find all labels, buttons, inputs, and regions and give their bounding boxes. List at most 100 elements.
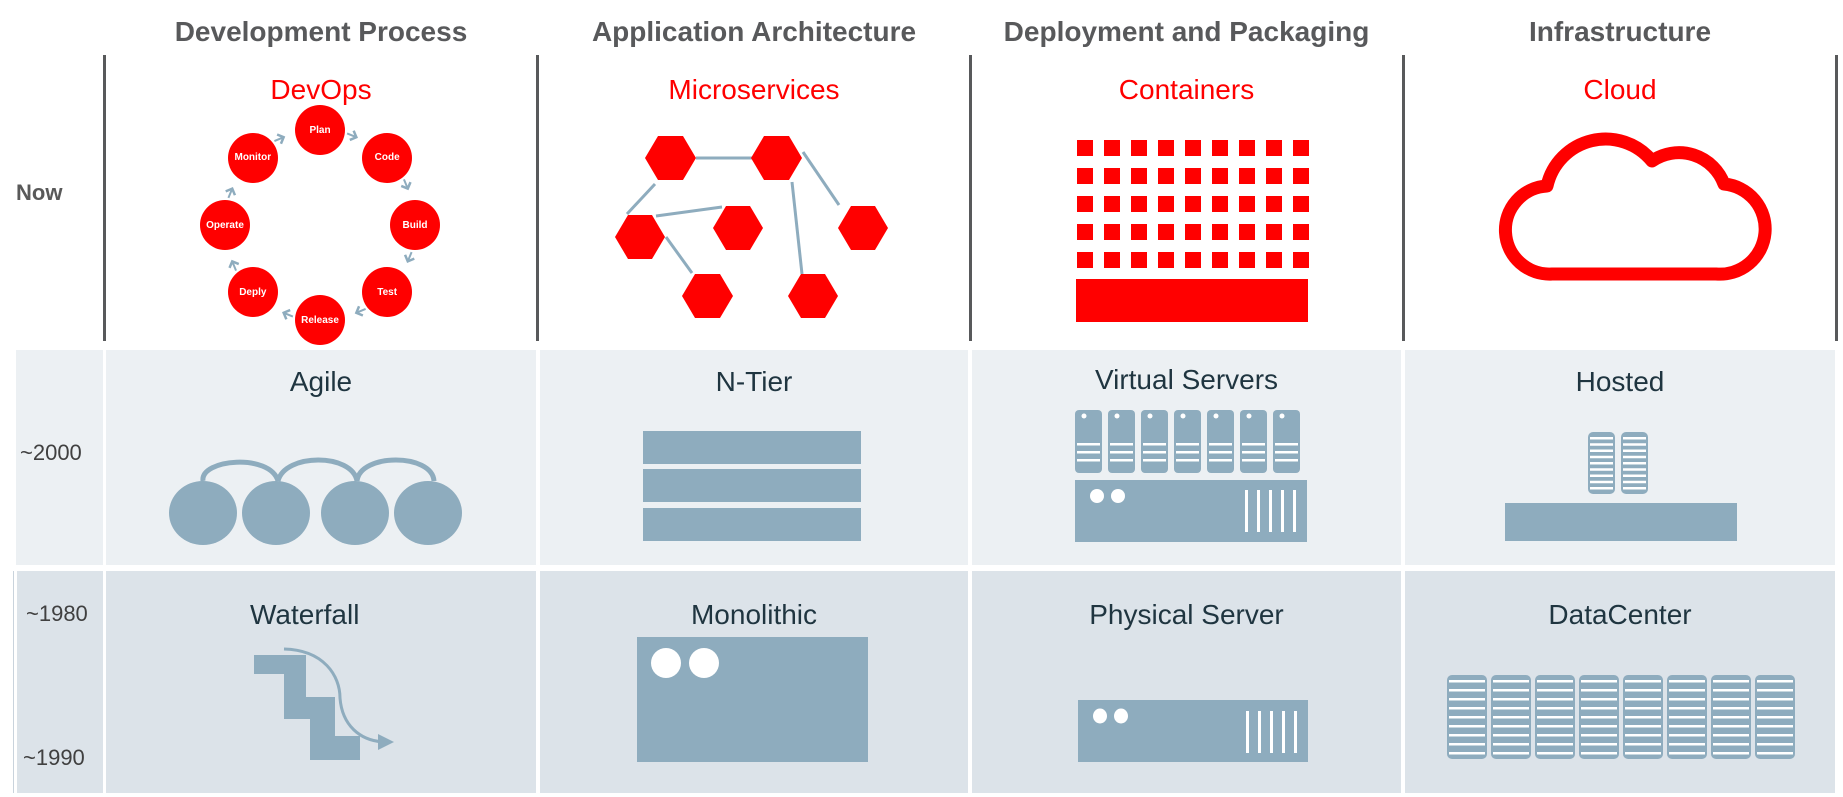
- stacked-tiers-icon: [643, 431, 861, 541]
- container-square: [1212, 252, 1228, 268]
- virtual-server-blade: [1108, 410, 1135, 473]
- devops-step-deply: Deply: [227, 267, 278, 318]
- item-title-devops: DevOps: [270, 74, 372, 105]
- virtual-server-blade: [1141, 410, 1168, 473]
- container-square: [1185, 196, 1201, 212]
- indicator-light: [1114, 708, 1128, 724]
- row-edge-line: [13, 571, 14, 793]
- devops-step-release: Release: [295, 295, 345, 345]
- devops-cycle-arrows: [225, 130, 415, 320]
- connector-line: [625, 182, 657, 216]
- cycle-arrow-icon: [354, 305, 366, 317]
- item-title-cloud: Cloud: [1583, 74, 1657, 105]
- tier-bar: [643, 469, 861, 502]
- server-rack: [1667, 675, 1707, 759]
- devops-step-plan: Plan: [295, 105, 345, 155]
- hexagon-network-icon: [615, 136, 888, 318]
- container-square: [1266, 224, 1282, 240]
- item-title-waterfall: Waterfall: [250, 599, 360, 630]
- devops-step-test: Test: [362, 267, 413, 318]
- indicator-light: [689, 648, 719, 678]
- container-square: [1239, 168, 1255, 184]
- server-rack: [1491, 675, 1531, 759]
- container-square: [1131, 140, 1147, 156]
- hosting-platform: [1505, 503, 1737, 541]
- row-label-2000: ~2000: [20, 440, 82, 465]
- container-square: [1266, 252, 1282, 268]
- link-arc: [275, 457, 360, 482]
- container-square: [1104, 224, 1120, 240]
- container-square: [1239, 224, 1255, 240]
- monolith-box-icon: [637, 637, 868, 762]
- hexagon: [682, 274, 733, 318]
- agile-circle: [394, 481, 462, 545]
- container-square: [1239, 140, 1255, 156]
- vent-line: [1282, 711, 1285, 753]
- column-header-infrastructure: Infrastructure: [1528, 16, 1712, 47]
- container-square: [1104, 252, 1120, 268]
- server-rack: [1447, 675, 1487, 759]
- item-title-microservices: Microservices: [668, 74, 840, 105]
- item-title-virtual-servers: Virtual Servers: [1094, 364, 1279, 395]
- container-square: [1131, 252, 1147, 268]
- container-square: [1077, 140, 1093, 156]
- container-square: [1293, 224, 1309, 240]
- container-square: [1077, 196, 1093, 212]
- waterfall-arrow: [283, 647, 388, 744]
- waterfall-steps: [254, 655, 360, 760]
- container-square: [1158, 168, 1174, 184]
- vent-line: [1294, 711, 1297, 753]
- cycle-arrow-icon: [274, 133, 286, 145]
- container-square: [1293, 168, 1309, 184]
- row-label-cell-2000: ~2000: [16, 350, 103, 565]
- cycle-arrow-icon: [225, 187, 237, 199]
- server-chassis: [1078, 700, 1308, 762]
- item-title-ntier: N-Tier: [715, 366, 793, 397]
- column-header-development-process: Development Process: [174, 16, 468, 47]
- container-square: [1266, 196, 1282, 212]
- container-square: [1158, 196, 1174, 212]
- item-title-datacenter: DataCenter: [1548, 599, 1692, 630]
- hexagon: [751, 136, 802, 180]
- connector-line: [790, 181, 804, 275]
- connector-line: [655, 205, 723, 218]
- cell-waterfall: Waterfall: [106, 571, 536, 793]
- cycle-arrow-icon: [282, 308, 294, 320]
- cell-monolithic: Monolithic: [540, 571, 968, 793]
- vent-line: [1246, 711, 1249, 753]
- devops-step-operate: Operate: [200, 200, 250, 250]
- container-square: [1185, 252, 1201, 268]
- waterfall-steps-icon: [254, 647, 394, 760]
- column-divider: [1835, 55, 1838, 341]
- cell-hosted: Hosted: [1405, 350, 1835, 565]
- container-host-base: [1076, 279, 1308, 322]
- row-label-1990: ~1990: [23, 745, 85, 770]
- tier-bar: [643, 431, 861, 464]
- column-header-application-architecture: Application Architecture: [591, 16, 917, 47]
- cell-virtual-servers: Virtual Servers: [972, 350, 1401, 565]
- column-header-deployment-packaging: Deployment and Packaging: [1003, 16, 1370, 47]
- connector-line: [664, 236, 694, 274]
- server-rack: [1621, 432, 1648, 494]
- server-rack: [1711, 675, 1751, 759]
- waterfall-arrowhead: [378, 734, 394, 750]
- agile-circle: [169, 481, 237, 545]
- virtual-server-blade: [1240, 410, 1267, 473]
- cycle-arrow-icon: [400, 179, 412, 191]
- container-square: [1293, 140, 1309, 156]
- cycle-arrow-icon: [346, 130, 358, 142]
- container-square: [1212, 168, 1228, 184]
- devops-step-code: Code: [362, 132, 413, 183]
- vent-line: [1258, 711, 1261, 753]
- column-divider: [1402, 55, 1405, 341]
- linked-circles-icon: [169, 457, 462, 545]
- container-square: [1131, 168, 1147, 184]
- link-arc: [354, 457, 437, 482]
- server-rack: [1579, 675, 1619, 759]
- virtual-server-blade: [1174, 410, 1201, 473]
- cycle-arrow-icon: [228, 259, 240, 271]
- item-title-hosted: Hosted: [1575, 366, 1665, 397]
- container-square: [1131, 196, 1147, 212]
- row-label-1980: ~1980: [26, 601, 88, 626]
- item-title-monolithic: Monolithic: [690, 599, 818, 630]
